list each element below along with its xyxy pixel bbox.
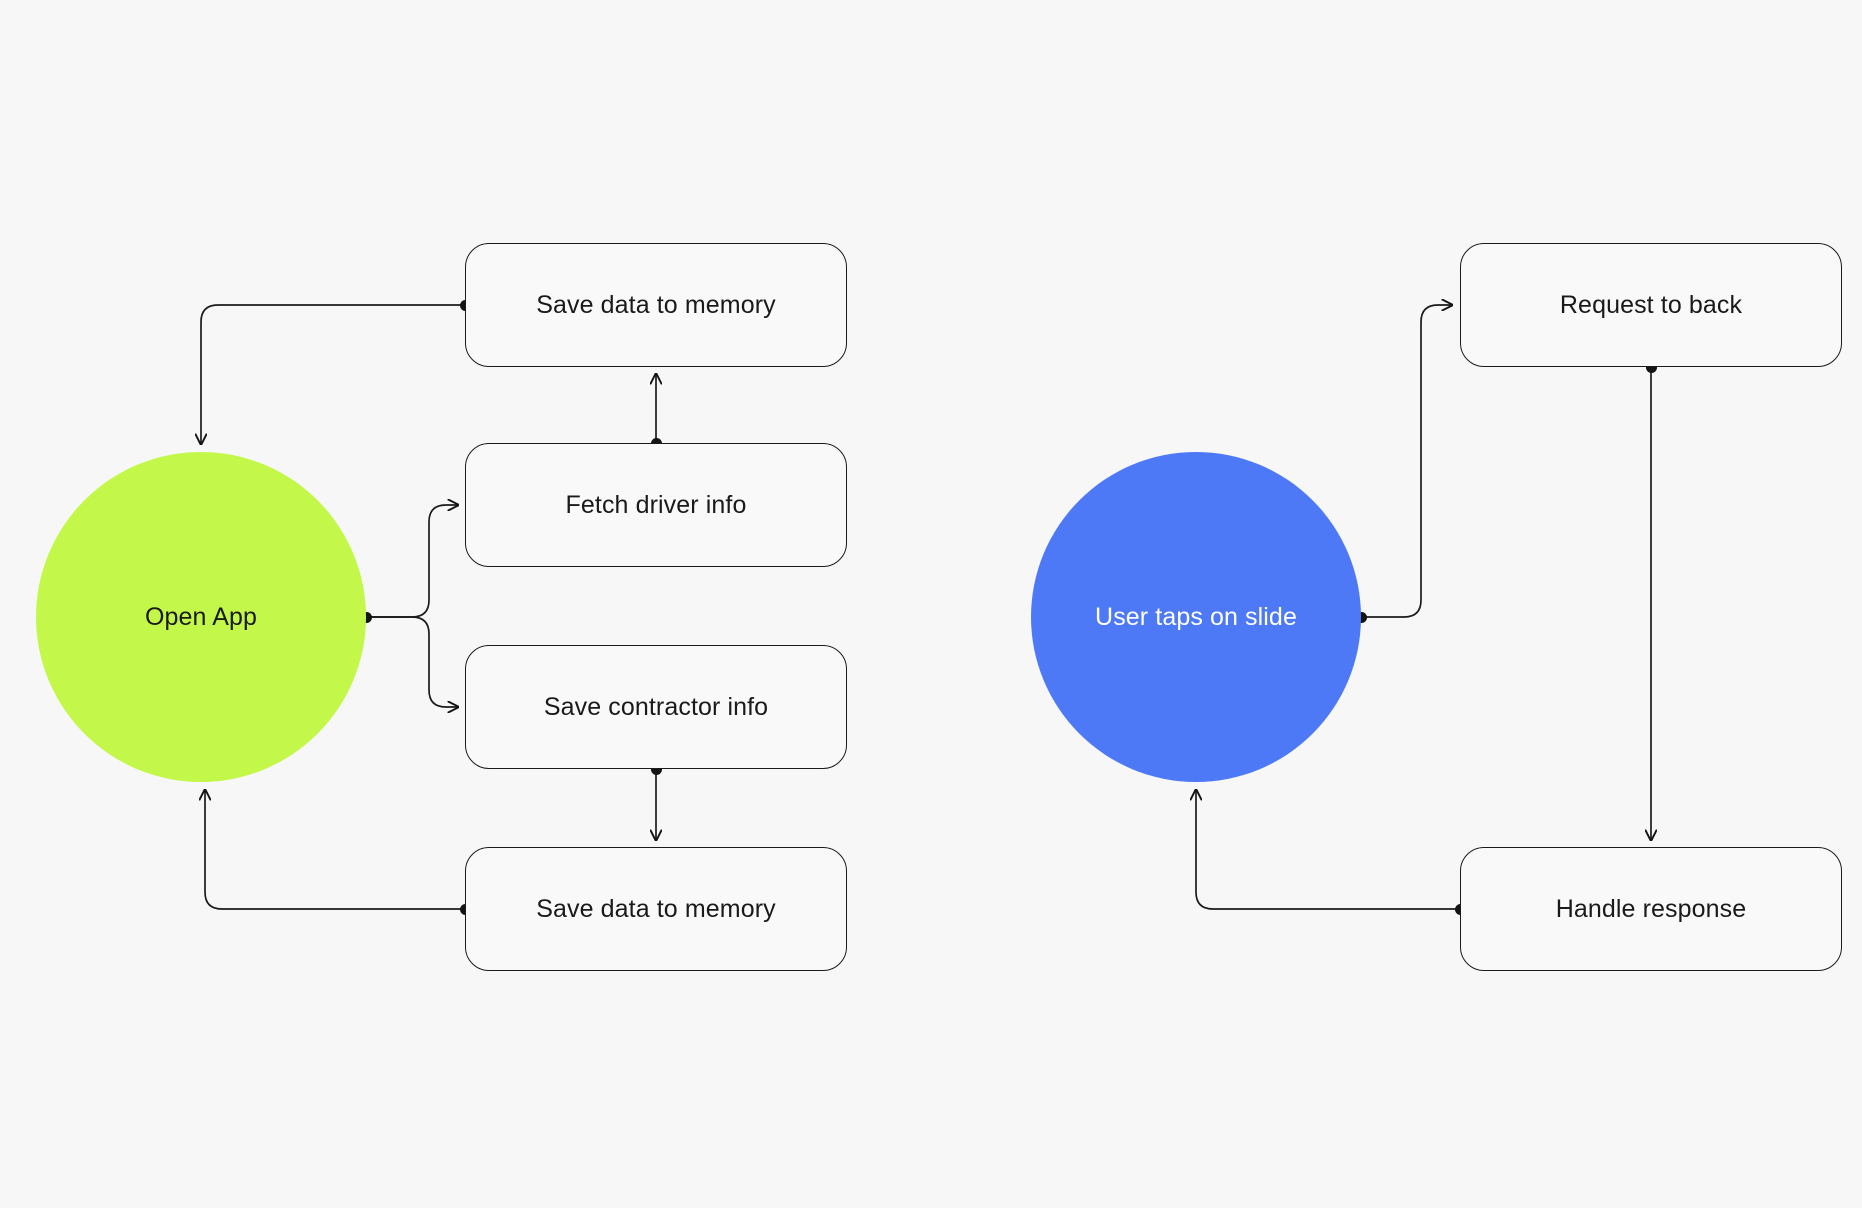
node-fetch-driver-info[interactable]: Fetch driver info — [465, 443, 847, 567]
node-open-app-label: Open App — [144, 602, 257, 631]
node-save-data-to-memory-top-label: Save data to memory — [536, 290, 776, 319]
node-handle-response[interactable]: Handle response — [1460, 847, 1842, 971]
edge-savedatatop-to-openapp — [201, 304, 466, 444]
node-fetch-driver-info-label: Fetch driver info — [565, 490, 747, 519]
node-save-data-to-memory-bottom-label: Save data to memory — [536, 894, 776, 923]
port-dot-openapp-right — [360, 611, 372, 623]
edge-usertaps-to-requesttoback — [1360, 305, 1452, 618]
node-open-app[interactable]: Open App — [36, 452, 366, 782]
port-dot-usertaps-right — [1355, 611, 1367, 623]
edge-handleresponse-to-usertaps — [1196, 790, 1461, 910]
node-user-taps-on-slide[interactable]: User taps on slide — [1031, 452, 1361, 782]
node-save-contractor-info[interactable]: Save contractor info — [465, 645, 847, 769]
node-save-contractor-info-label: Save contractor info — [543, 692, 769, 721]
edge-savedatabottom-to-openapp — [205, 790, 466, 910]
node-user-taps-on-slide-label: User taps on slide — [1095, 602, 1297, 631]
node-save-data-to-memory-top[interactable]: Save data to memory — [465, 243, 847, 367]
node-request-to-back-label: Request to back — [1559, 290, 1743, 319]
port-dot-requesttoback-bottom — [1645, 361, 1657, 373]
node-handle-response-label: Handle response — [1555, 894, 1747, 923]
node-save-data-to-memory-bottom[interactable]: Save data to memory — [465, 847, 847, 971]
edge-openapp-to-savecontractor — [365, 616, 458, 707]
port-dot-savecontractor-bottom — [650, 763, 662, 775]
edge-openapp-to-fetchdriver — [365, 505, 458, 618]
node-request-to-back[interactable]: Request to back — [1460, 243, 1842, 367]
